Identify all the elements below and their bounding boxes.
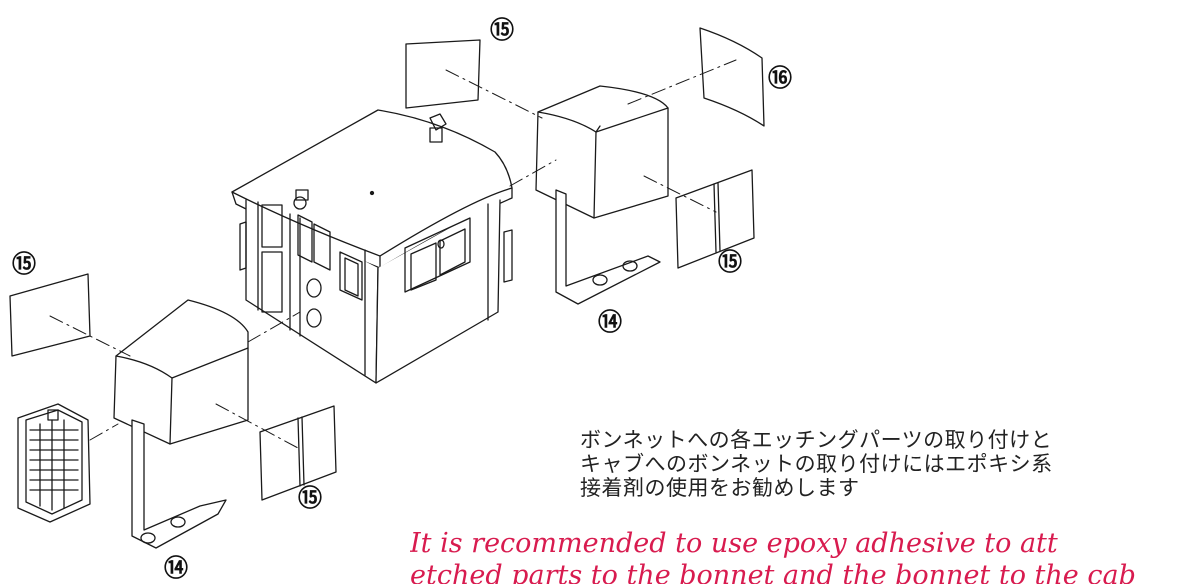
plate-15-left (9, 273, 91, 357)
part-label-15-bottom: ⑮ (298, 484, 322, 512)
plate-16 (699, 27, 765, 127)
plate-15-bottom (259, 405, 337, 501)
assembly-note-english: It is recommended to use epoxy adhesive … (410, 528, 1191, 584)
plate-15-top (405, 39, 481, 109)
part-label-16: ⑯ (768, 64, 792, 92)
etched-plates (9, 27, 765, 501)
assembly-note-japanese: ボンネットへの各エッチングパーツの取り付けと キャブへのボンネットの取り付けには… (580, 428, 1180, 500)
part-label-15-left: ⑮ (12, 250, 36, 278)
left-underframe (131, 419, 227, 549)
part-label-14-center: ⑭ (598, 308, 622, 336)
left-bonnet (113, 299, 249, 445)
note-en-line-1: It is recommended to use epoxy adhesive … (410, 528, 1058, 559)
cab-roof (231, 109, 513, 257)
leader-lines (49, 59, 737, 449)
part-label-14-bottom: ⑭ (164, 554, 188, 582)
right-bonnet (535, 85, 669, 219)
part-label-15-top: ⑮ (490, 16, 514, 44)
front-grille (17, 403, 91, 523)
cab (231, 109, 513, 384)
cab-right-face (375, 199, 501, 384)
note-en-line-2: etched parts to the bonnet and the bonne… (410, 560, 1136, 584)
note-jp-line-2: キャブへのボンネットの取り付けにはエポキシ系 (580, 452, 1053, 476)
note-jp-line-3: 接着剤の使用をお勧めします (580, 476, 860, 500)
part-label-15-right: ⑮ (718, 248, 742, 276)
note-jp-line-1: ボンネットへの各エッチングパーツの取り付けと (580, 428, 1053, 452)
right-underframe (555, 189, 661, 305)
